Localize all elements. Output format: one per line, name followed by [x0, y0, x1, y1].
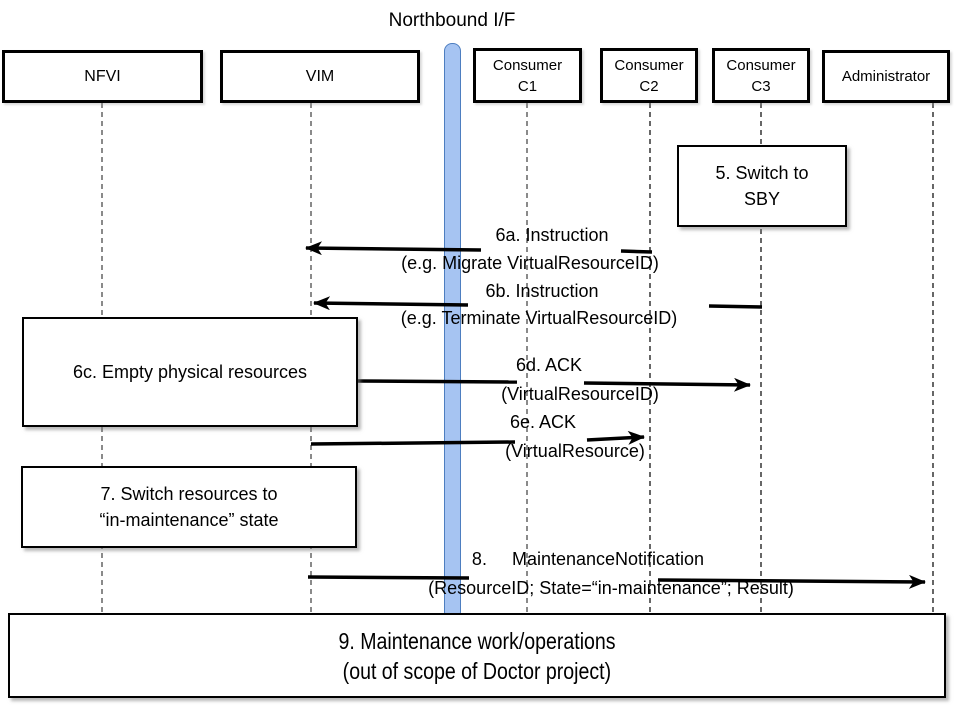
process-box-9-line2: (out of scope of Doctor project)	[342, 657, 612, 684]
message-6a-title: 6a. Instruction	[495, 225, 609, 245]
process-box-6c-line1: 6c. Empty physical resources	[72, 362, 308, 382]
arrow-6d-lead	[357, 379, 518, 384]
arrow-6e-lead	[310, 440, 516, 446]
arrow-6e-line	[586, 430, 645, 445]
diagram-title: Northbound I/F	[388, 10, 516, 31]
process-box-7-switch-state: 7. Switch resources to “in-maintenance” …	[21, 466, 357, 548]
actor-label-administrator: Administrator	[841, 68, 931, 85]
process-box-9-maintenance-work: 9. Maintenance work/operations (out of s…	[8, 613, 946, 698]
actor-box-consumer-c2: Consumer C2	[600, 48, 698, 103]
process-box-5-switch-to-sby: 5. Switch to SBY	[677, 145, 847, 227]
arrow-6b-tail	[708, 304, 763, 309]
process-box-7-line2: “in-maintenance” state	[99, 510, 279, 530]
actor-label-c1: C1	[517, 77, 538, 95]
actor-label-consumer: Consumer	[726, 56, 796, 74]
actor-label-c2: C2	[639, 77, 659, 95]
actor-label-consumer: Consumer	[492, 56, 563, 74]
process-box-5-line2: SBY	[743, 189, 781, 209]
message-8-title: 8. MaintenanceNotification	[471, 549, 705, 569]
process-box-6c-empty-resources: 6c. Empty physical resources	[22, 317, 358, 427]
arrow-6a-tail	[620, 249, 653, 254]
process-box-5-line1: 5. Switch to	[715, 163, 809, 183]
message-8-detail: (ResourceID; State=“in-maintenance”; Res…	[428, 578, 794, 598]
actor-box-vim: VIM	[220, 50, 420, 103]
actor-label-vim: VIM	[305, 68, 335, 85]
process-box-7-line1: 7. Switch resources to	[100, 484, 278, 504]
arrow-6b-line	[313, 296, 469, 311]
message-6d-detail: (VirtualResourceID)	[501, 384, 659, 404]
process-box-9-line1: 9. Maintenance work/operations	[338, 627, 616, 654]
actor-box-administrator: Administrator	[822, 50, 950, 103]
actor-box-nfvi: NFVI	[2, 50, 203, 103]
actor-label-consumer: Consumer	[614, 56, 684, 74]
arrow-8-line	[657, 574, 926, 589]
actor-label-c3: C3	[751, 77, 771, 95]
message-6b-detail: (e.g. Terminate VirtualResourceID)	[400, 308, 678, 328]
actor-label-nfvi: NFVI	[84, 68, 121, 85]
arrow-8-lead	[307, 575, 470, 580]
actor-box-consumer-c3: Consumer C3	[712, 48, 810, 103]
message-6d-title: 6d. ACK	[515, 355, 583, 375]
message-6e-detail: (VirtualResource)	[505, 441, 645, 461]
message-6e-title: 6e. ACK	[509, 412, 577, 432]
message-6b-title: 6b. Instruction	[485, 281, 599, 301]
arrow-6a-line	[305, 241, 482, 256]
arrow-6d-line	[583, 377, 751, 392]
actor-box-consumer-c1: Consumer C1	[473, 48, 582, 103]
message-6a-detail: (e.g. Migrate VirtualResourceID)	[401, 253, 659, 273]
